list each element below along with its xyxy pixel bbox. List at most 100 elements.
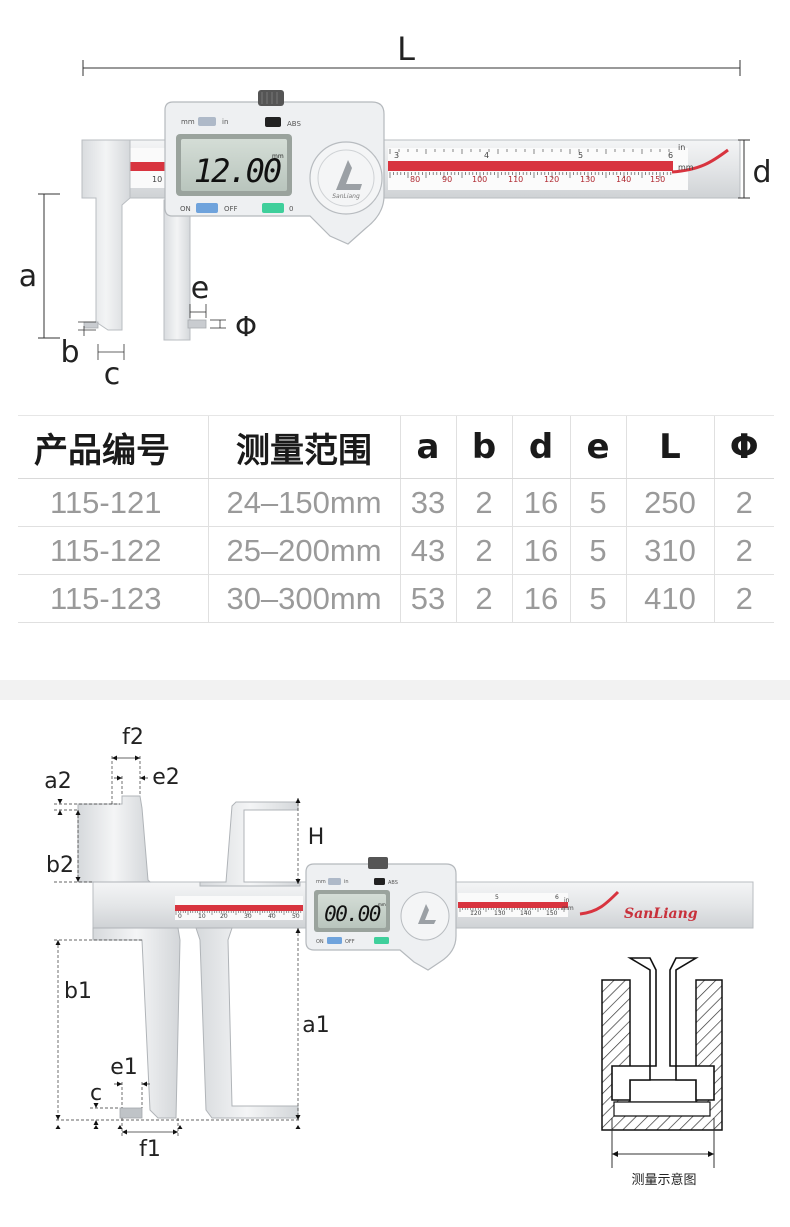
dim-f1: f1: [55, 1118, 301, 1162]
label-b: b: [60, 335, 79, 370]
cell-b: 2: [455, 574, 512, 623]
scale-num: 120: [544, 175, 559, 184]
label-H: H: [308, 825, 325, 850]
header-model: 产品编号: [18, 415, 208, 479]
label-f2: f2: [122, 725, 144, 750]
cell-phi: 2: [713, 478, 774, 527]
dim-d: d: [738, 139, 772, 199]
cell-d: 16: [511, 574, 570, 623]
cell-a: 43: [399, 526, 456, 575]
mm-in-button-2[interactable]: [328, 878, 341, 885]
lcd-reading-2: 00.00: [324, 902, 381, 926]
lcd-screen-2: [318, 894, 386, 928]
cell-d: 16: [511, 478, 570, 527]
inch-num: 6: [668, 151, 673, 160]
on-label-2: ON: [316, 939, 324, 945]
mm-in-button[interactable]: [198, 117, 216, 126]
on-label: ON: [180, 205, 191, 213]
header-range: 测量范围: [207, 415, 400, 479]
cell-phi: 2: [713, 526, 774, 575]
spec-table: 产品编号 测量范围 a b d e L Φ 115-121 24–150mm 3…: [18, 415, 774, 623]
label-e2: e2: [152, 765, 180, 790]
in-label: in: [222, 118, 228, 126]
lcd-reading: 12.00: [194, 152, 281, 190]
label-a2: a2: [44, 769, 71, 794]
dim-b2: b2: [46, 810, 92, 883]
scale-num: 40: [268, 913, 276, 920]
lcd-screen: [181, 139, 287, 191]
inch-num: 4: [484, 151, 489, 160]
top-caliper-diagram: L 80 90 100 110 120 130 140 150 mm in: [19, 30, 772, 392]
top-panel: L 80 90 100 110 120 130 140 150 mm in: [18, 30, 774, 623]
on-off-button[interactable]: [196, 203, 218, 213]
inch-num: 6: [555, 894, 559, 901]
scale-numbers: 80 90 100 110 120 130 140 150 mm in 3 4 …: [122, 143, 694, 184]
lower-sliding-jaw: [195, 927, 299, 1119]
cell-e: 5: [569, 526, 626, 575]
off-label-2: OFF: [345, 939, 355, 945]
display-head: mm in ABS 12.00 mm ON OFF 0 SanLiang: [164, 90, 385, 245]
scale-num: 140: [520, 910, 532, 917]
upper-sliding-jaw: [199, 801, 301, 887]
abs-label-2: ABS: [388, 880, 398, 886]
brand-text: SanLiang: [332, 193, 360, 200]
scale-num: 110: [508, 175, 523, 184]
sliding-jaw: [163, 199, 207, 341]
label-b2: b2: [46, 853, 74, 878]
dim-e1: e1: [110, 1055, 150, 1108]
label-L: L: [397, 30, 415, 68]
dim-a: a: [19, 193, 60, 339]
zero-button[interactable]: [262, 203, 284, 213]
abs-button-2[interactable]: [374, 878, 385, 885]
scale-num: 30: [244, 913, 252, 920]
label-a1: a1: [302, 1013, 329, 1038]
cell-b: 2: [455, 526, 512, 575]
scale-in-unit: in: [564, 897, 570, 904]
scale-num: 0: [178, 913, 182, 920]
on-off-button-2[interactable]: [327, 937, 342, 944]
mm-label-2: mm: [316, 879, 326, 885]
thumb-knob-2[interactable]: [368, 857, 388, 869]
cell-L: 410: [625, 574, 714, 623]
dim-phi: Φ: [210, 310, 257, 343]
label-e: e: [191, 271, 209, 306]
label-c: c: [104, 357, 121, 392]
cell-model: 115-123: [18, 574, 208, 623]
zero-button-2[interactable]: [374, 937, 389, 944]
abs-label: ABS: [287, 120, 301, 128]
display-head-2: mm in ABS 00.00 mm ON OFF: [305, 857, 457, 971]
header-d: d: [511, 415, 570, 479]
cell-phi: 2: [713, 574, 774, 623]
abs-button[interactable]: [265, 117, 281, 127]
scale-num: 150: [650, 175, 665, 184]
dim-b: b: [60, 321, 96, 370]
scale-num: 50: [292, 913, 300, 920]
in-label-2: in: [344, 879, 349, 885]
scale-num: 10: [198, 913, 206, 920]
scale-num: 80: [410, 175, 420, 184]
cell-model: 115-121: [18, 478, 208, 527]
cell-e: 5: [569, 478, 626, 527]
dim-f2: f2: [111, 725, 144, 804]
scale-num: 100: [472, 175, 487, 184]
brand-text-2: SanLiang: [624, 906, 698, 922]
label-e1: e1: [110, 1055, 138, 1080]
table-row: 115-121 24–150mm 33 2 16 5 250 2: [18, 478, 774, 527]
header-e: e: [569, 415, 626, 479]
dim-a2: a2: [44, 769, 120, 815]
cell-a: 53: [399, 574, 456, 623]
lcd-unit-2: mm: [378, 902, 386, 907]
label-d: d: [752, 155, 771, 190]
zero-label: 0: [289, 205, 293, 213]
section-divider: [0, 680, 790, 700]
label-f1: f1: [139, 1137, 161, 1162]
dim-b1: b1: [54, 939, 142, 1120]
cell-L: 310: [625, 526, 714, 575]
inch-num: 5: [578, 151, 583, 160]
scale-num: 20: [220, 913, 228, 920]
dim-e: e: [189, 271, 209, 318]
fixed-jaw: [81, 139, 131, 331]
cell-range: 24–150mm: [207, 478, 400, 527]
schematic-caption: 测量示意图: [631, 1172, 696, 1188]
left-scale-num: 10: [152, 175, 162, 184]
